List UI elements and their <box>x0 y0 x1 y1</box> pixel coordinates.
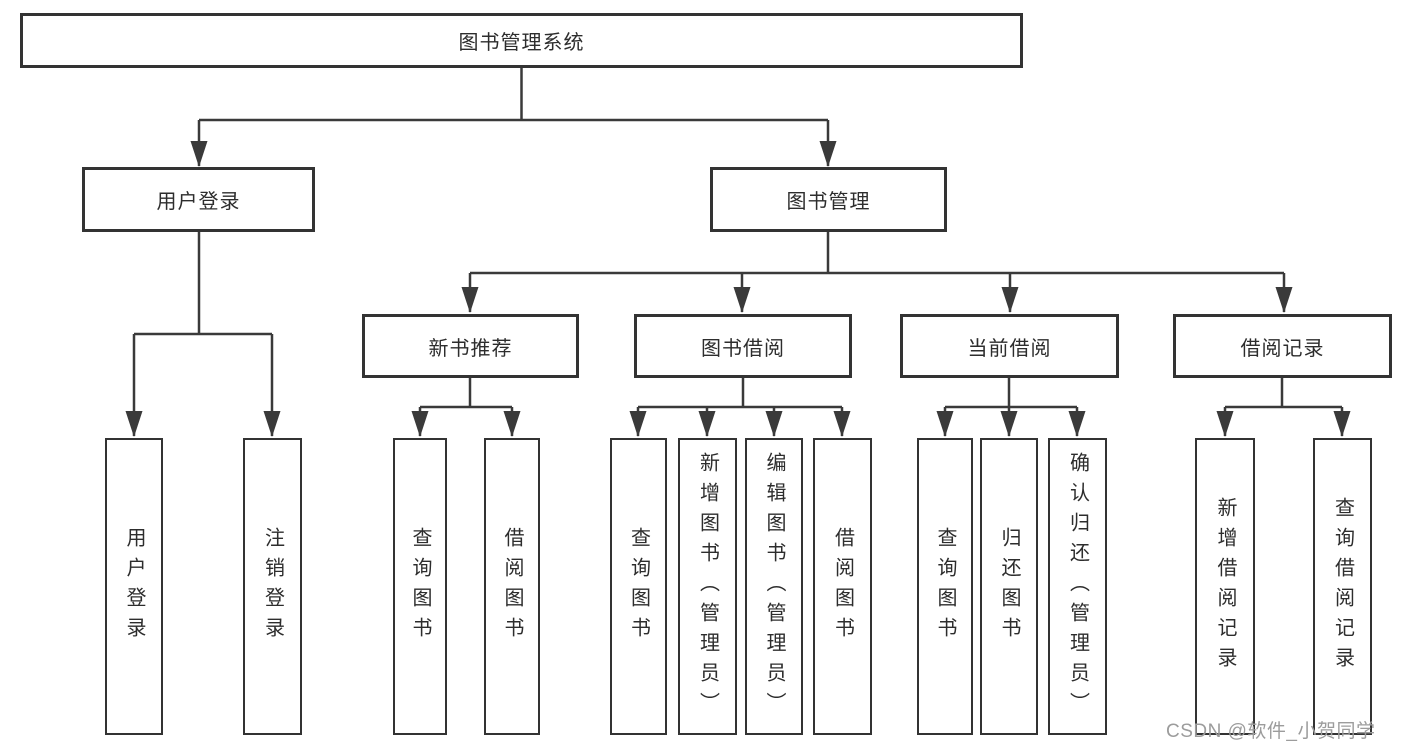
watermark-text: CSDN @软件_小贺同学 <box>1166 721 1376 742</box>
connector-book-borrow-children <box>636 377 844 436</box>
leaf-user-login: 用户登录 <box>105 438 163 735</box>
node-label: 归还图书 <box>998 526 1020 647</box>
arrowhead-icon <box>1001 287 1019 313</box>
node-new-book-recommend: 新书推荐 <box>362 314 579 378</box>
arrowhead-icon <box>1275 287 1293 313</box>
node-label: 新增图书（管理员） <box>696 451 719 722</box>
connector-paths <box>132 68 1344 436</box>
arrowhead-icon <box>765 411 783 437</box>
leaf-return-books: 归还图书 <box>980 438 1038 735</box>
arrowhead-icon <box>819 141 837 167</box>
arrowhead-icon <box>1000 411 1018 437</box>
connector-root-to-level2 <box>197 68 830 166</box>
connector-user-login-children <box>132 231 274 436</box>
arrowhead-icon <box>629 411 647 437</box>
leaf-borrow-books-recommend: 借阅图书 <box>484 438 540 735</box>
leaf-query-books-borrow: 查询图书 <box>610 438 667 735</box>
node-label: 借阅图书 <box>501 526 523 647</box>
arrowhead-icon <box>411 411 429 437</box>
node-book-borrow: 图书借阅 <box>634 314 852 378</box>
node-user-login-module: 用户登录 <box>82 167 315 232</box>
node-label: 图书管理 <box>786 191 871 213</box>
connector-borrow-records-children <box>1223 377 1344 436</box>
arrowheads <box>125 141 1351 437</box>
leaf-logout: 注销登录 <box>243 438 302 735</box>
node-label: 查询图书 <box>627 526 650 647</box>
connector-book-management-children <box>468 231 1286 312</box>
leaf-edit-books-admin: 编辑图书（管理员） <box>745 438 803 735</box>
leaf-add-books-admin: 新增图书（管理员） <box>678 438 737 735</box>
node-label: 编辑图书（管理员） <box>763 451 785 722</box>
arrowhead-icon <box>698 411 716 437</box>
arrowhead-icon <box>125 411 143 437</box>
node-label: 当前借阅 <box>967 337 1052 360</box>
leaf-confirm-return-admin: 确认归还（管理员） <box>1048 438 1107 735</box>
node-label: 查询图书 <box>409 526 431 647</box>
node-label: 借阅图书 <box>831 526 854 647</box>
node-label: 查询图书 <box>934 526 956 647</box>
node-borrow-records: 借阅记录 <box>1173 314 1392 378</box>
leaf-query-books-recommend: 查询图书 <box>393 438 447 735</box>
arrowhead-icon <box>936 411 954 437</box>
node-label: 图书借阅 <box>701 337 785 360</box>
node-current-borrow: 当前借阅 <box>900 314 1119 378</box>
node-label: 确认归还（管理员） <box>1066 451 1089 722</box>
node-label: 新增借阅记录 <box>1214 496 1236 677</box>
node-label: 用户登录 <box>123 526 145 647</box>
node-label: 用户登录 <box>156 191 241 213</box>
node-label: 借阅记录 <box>1240 337 1325 360</box>
leaf-add-borrow-record: 新增借阅记录 <box>1195 438 1255 735</box>
arrowhead-icon <box>503 411 521 437</box>
leaf-query-books-current: 查询图书 <box>917 438 973 735</box>
node-label: 新书推荐 <box>428 337 513 360</box>
node-root-system: 图书管理系统 <box>20 13 1023 68</box>
leaf-borrow-books: 借阅图书 <box>813 438 872 735</box>
arrowhead-icon <box>833 411 851 437</box>
arrowhead-icon <box>461 287 479 313</box>
arrowhead-icon <box>1333 411 1351 437</box>
node-label: 注销登录 <box>261 526 284 647</box>
node-label: 图书管理系统 <box>458 32 585 54</box>
arrowhead-icon <box>1068 411 1086 437</box>
arrowhead-icon <box>263 411 281 437</box>
arrowhead-icon <box>733 287 751 313</box>
arrowhead-icon <box>1216 411 1234 437</box>
arrowhead-icon <box>190 141 208 167</box>
node-label: 查询借阅记录 <box>1331 496 1354 677</box>
leaf-query-borrow-record: 查询借阅记录 <box>1313 438 1372 735</box>
connector-new-book-children <box>418 377 514 436</box>
node-book-management-module: 图书管理 <box>710 167 947 232</box>
